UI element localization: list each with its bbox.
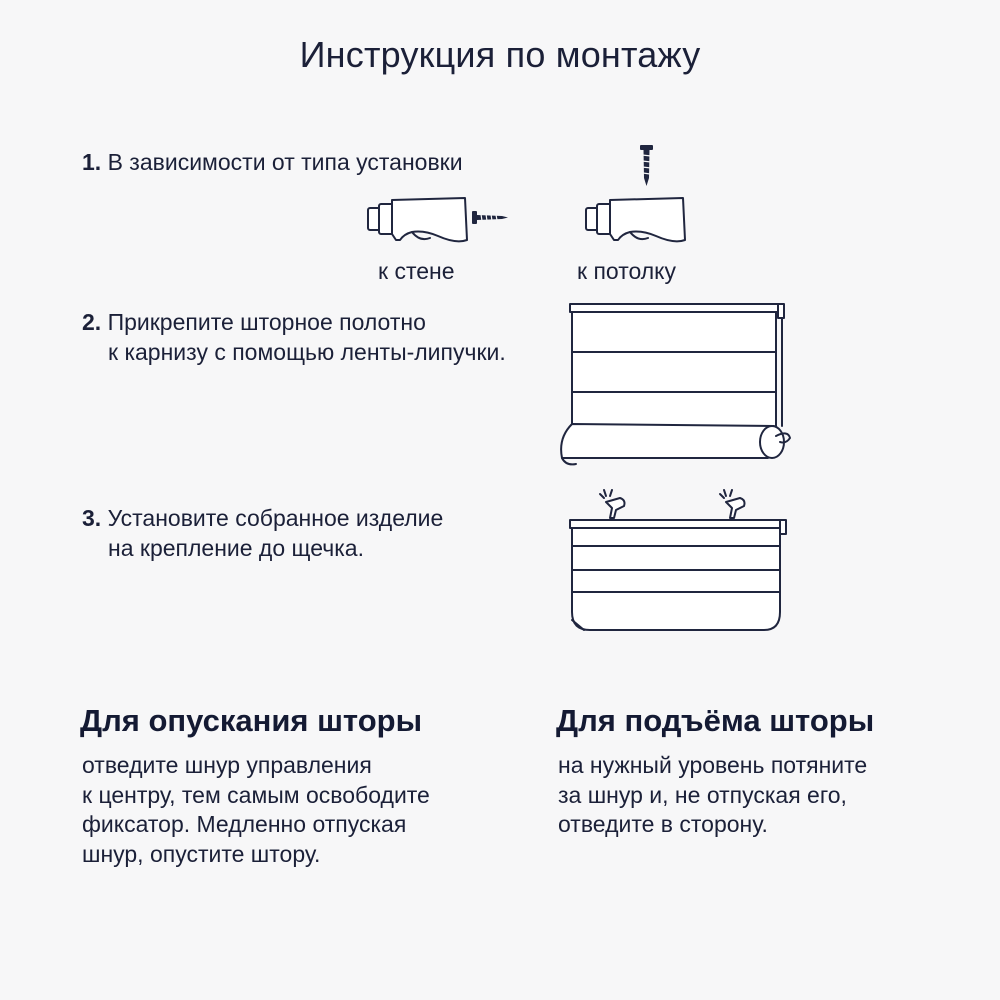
raising-text: на нужный уровень потяните за шнур и, не…: [558, 751, 867, 840]
lowering-line-3: фиксатор. Медленно отпуская: [82, 811, 407, 837]
raising-heading: Для подъёма шторы: [556, 703, 875, 738]
step-2-line-1: Прикрепите шторное полотно: [107, 309, 426, 335]
lowering-line-1: отведите шнур управления: [82, 752, 372, 778]
ceiling-bracket-icon: [585, 145, 686, 243]
raising-line-3: отведите в сторону.: [558, 811, 768, 837]
roman-blind-icon: [560, 303, 791, 466]
screw-vertical-icon: [640, 145, 653, 186]
step-3: 3. Установите собранное изделие на крепл…: [82, 503, 443, 563]
lowering-heading: Для опускания шторы: [80, 703, 423, 738]
wall-bracket-icon: [367, 197, 508, 243]
step-3-line-1: Установите собранное изделие: [107, 505, 444, 531]
step-1-number: 1.: [82, 149, 102, 175]
blind-on-clips-icon: [569, 489, 787, 631]
raising-line-2: за шнур и, не отпуская его,: [558, 781, 847, 808]
step-3-number: 3.: [82, 505, 102, 531]
clip-right-icon: [719, 489, 746, 519]
page-title: Инструкция по монтажу: [299, 34, 701, 75]
screw-horizontal-icon: [472, 211, 508, 224]
mount-ceiling-label: к потолку: [577, 258, 676, 284]
mount-wall-label: к стене: [378, 258, 455, 284]
lowering-line-2: к центру, тем самым освободите: [82, 781, 430, 808]
lowering-text: отведите шнур управления к центру, тем с…: [82, 751, 430, 869]
step-1: 1. В зависимости от типа установки: [82, 147, 463, 177]
step-2: 2. Прикрепите шторное полотно к карнизу …: [82, 307, 506, 367]
raising-line-1: на нужный уровень потяните: [558, 752, 868, 778]
step-3-line-2: на крепление до щечка.: [108, 535, 364, 561]
lowering-line-4: шнур, опустите штору.: [82, 840, 321, 867]
step-2-line-2: к карнизу с помощью ленты-липучки.: [108, 339, 506, 365]
step-1-text: В зависимости от типа установки: [107, 149, 463, 175]
clip-left-icon: [599, 489, 626, 519]
step-2-number: 2.: [82, 309, 102, 335]
